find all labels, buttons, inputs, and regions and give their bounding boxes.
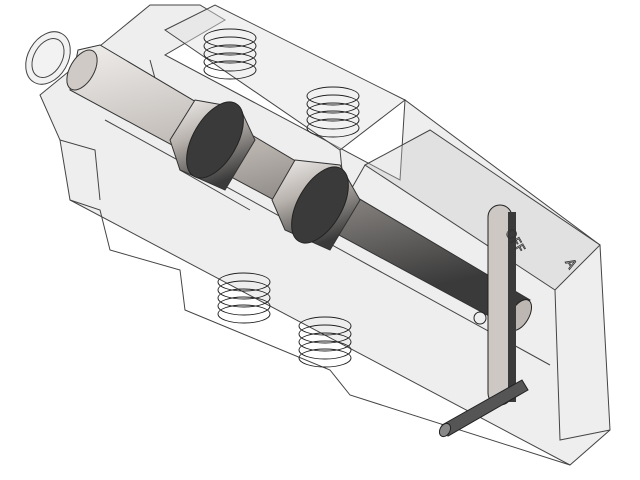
spring-top-left xyxy=(203,28,257,80)
spring-top-right xyxy=(306,86,360,138)
shaft xyxy=(66,44,533,331)
inlet-tube xyxy=(25,31,71,85)
spring-bottom-left xyxy=(217,272,271,324)
pin xyxy=(438,379,529,438)
spring-bottom-right xyxy=(298,316,352,368)
collar-right xyxy=(271,159,361,251)
collar-left xyxy=(169,99,256,191)
